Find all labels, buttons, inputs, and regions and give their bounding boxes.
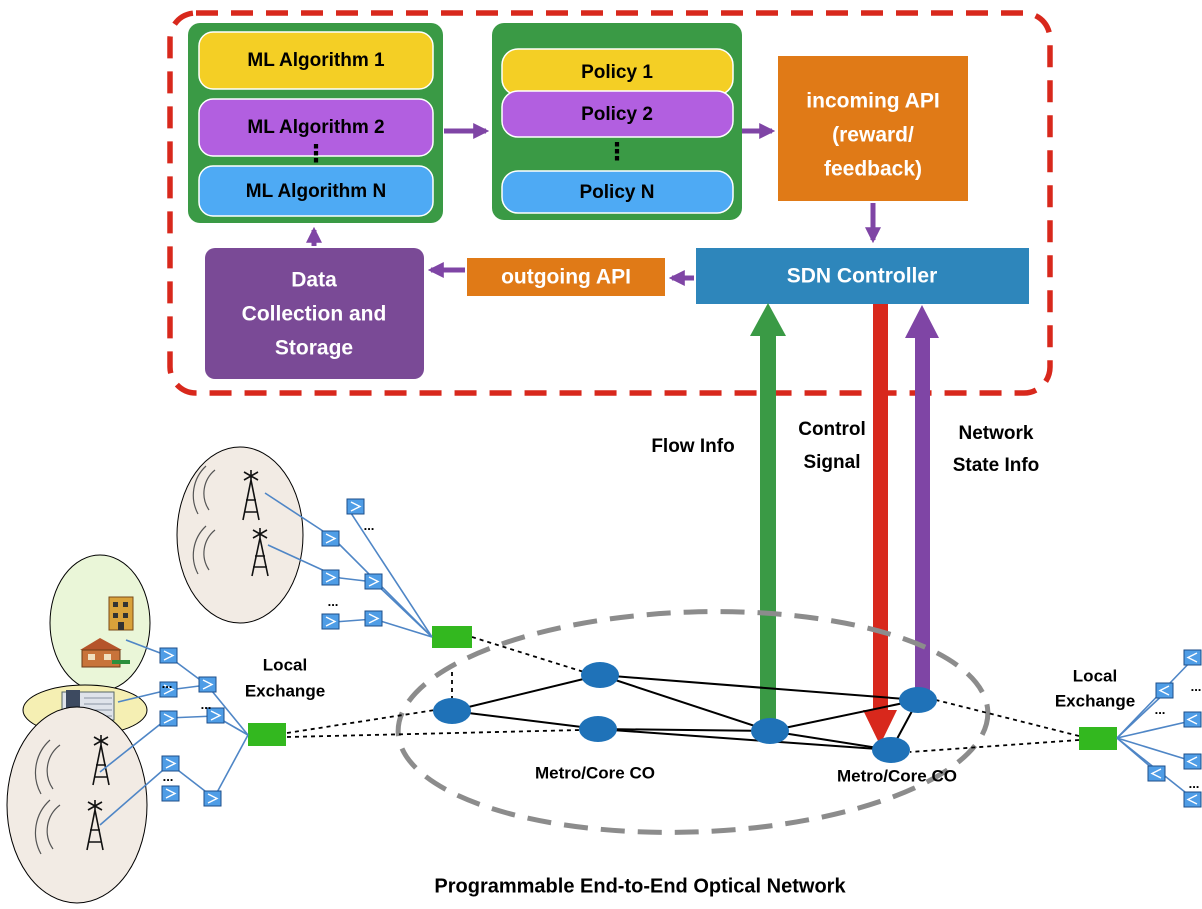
metro-nodes [433, 662, 937, 763]
control-signal-arrow [863, 304, 897, 745]
flow-info-arrow [750, 303, 786, 730]
wireless-cell-bottom [6, 706, 148, 904]
ml-algorithm-n-label: ML Algorithm N [246, 181, 386, 202]
policy-n-box [501, 170, 734, 214]
metro-node [751, 718, 789, 744]
house-icon [80, 638, 130, 668]
onu-ellipsis: ... [364, 518, 375, 533]
policy-2-box [501, 90, 734, 138]
metro-core-label-right: Metro/Core CO [837, 766, 957, 785]
local-exchange-right-label-2: Exchange [1055, 691, 1135, 710]
outgoing-api-label: outgoing API [501, 266, 631, 289]
onu-ellipsis: ... [1191, 679, 1202, 694]
onu-icon [161, 755, 180, 772]
onu-icon [198, 676, 217, 693]
metro-core-ring [395, 609, 991, 835]
network-state-label-1: Network [959, 423, 1034, 444]
onu-icon [161, 785, 180, 802]
control-signal-label-1: Control [798, 419, 866, 440]
control-signal-label-2: Signal [803, 452, 860, 473]
metro-node [581, 662, 619, 688]
policy-2-label: Policy 2 [581, 104, 653, 125]
local-exchange-right-label-1: Local [1073, 666, 1117, 685]
feeder-links [286, 636, 1080, 753]
onu-icon [1155, 682, 1174, 699]
ml-algorithm-n-box [198, 165, 434, 217]
onu-ellipsis: ... [328, 594, 339, 609]
data-collection-line-1: Data [291, 269, 337, 292]
onu-ellipsis: ... [1155, 702, 1166, 717]
onu-icon [1183, 791, 1202, 808]
building-cell [49, 554, 151, 692]
onu-icon [1147, 765, 1166, 782]
ml-algorithm-1-label: ML Algorithm 1 [247, 50, 385, 71]
apartment-building-icon [108, 596, 134, 631]
antenna-tower-icon [86, 735, 110, 851]
onu-icon [321, 613, 340, 630]
ml-algorithm-2-label: ML Algorithm 2 [247, 117, 384, 138]
onu-icon [1183, 753, 1202, 770]
metro-node [579, 716, 617, 742]
onu-ellipses: ... ... ... ... ... ... ... ... [162, 518, 1202, 791]
onu-icon [159, 647, 178, 664]
incoming-api-line-1: incoming API [806, 90, 939, 113]
onu-icon [364, 573, 383, 590]
onu-icon [159, 681, 178, 698]
ml-ellipsis: ⋮ [304, 140, 328, 167]
network-state-label-2: State Info [953, 455, 1040, 476]
network-state-arrow [905, 305, 939, 696]
local-exchange-top-node [432, 626, 472, 648]
incoming-api-box [778, 56, 968, 201]
onu-ellipsis: ... [162, 676, 173, 691]
local-exchange-left-node [248, 723, 286, 746]
onu-icon [346, 498, 365, 515]
ml-algorithms-panel: ML Algorithm 1 ML Algorithm 2 ⋮ ML Algor… [188, 23, 443, 223]
onu-icon [203, 790, 222, 807]
data-collection-box [205, 248, 424, 379]
onu-icon [321, 530, 340, 547]
onu-ellipsis: ... [163, 769, 174, 784]
onu-icon [1183, 711, 1202, 728]
metro-node [433, 698, 471, 724]
ml-algorithm-2-box [198, 98, 434, 157]
incoming-api-line-2: (reward/ [832, 124, 914, 147]
antenna-tower-icon [242, 470, 269, 577]
control-plane-arrows [305, 122, 882, 287]
incoming-api-line-3: feedback) [824, 158, 922, 181]
data-collection-line-3: Storage [275, 337, 353, 360]
sdn-controller-label: SDN Controller [787, 265, 938, 288]
policy-ellipsis: ⋮ [605, 138, 629, 165]
outgoing-api-box [467, 258, 665, 296]
local-exchange-right-node [1079, 727, 1117, 750]
onu-ellipsis: ... [1189, 776, 1200, 791]
onu-icon [1183, 649, 1202, 666]
onu-icon [321, 569, 340, 586]
control-plane-boundary [167, 10, 1053, 396]
metro-core-label-left: Metro/Core CO [535, 763, 655, 782]
policy-n-label: Policy N [580, 182, 655, 203]
ml-algorithm-1-box [198, 31, 434, 90]
local-exchange-left-label-1: Local [263, 655, 307, 674]
wireless-cell-top [176, 446, 304, 624]
policies-panel: Policy 1 Policy 2 ⋮ Policy N [492, 23, 742, 220]
sdn-controller-box [696, 248, 1029, 304]
data-collection-line-2: Collection and [242, 303, 387, 326]
metro-mesh-links [451, 674, 919, 751]
metro-node [899, 687, 937, 713]
metro-node [872, 737, 910, 763]
onu-ellipsis: ... [201, 697, 212, 712]
onu-icon [206, 707, 225, 724]
onu-icon [364, 610, 383, 627]
policy-1-label: Policy 1 [581, 62, 653, 83]
flow-info-label: Flow Info [651, 436, 734, 457]
footer-title: Programmable End-to-End Optical Network [434, 875, 846, 897]
local-exchange-left-label-2: Exchange [245, 681, 325, 700]
onu-icon [159, 710, 178, 727]
onu-devices [159, 498, 1202, 808]
